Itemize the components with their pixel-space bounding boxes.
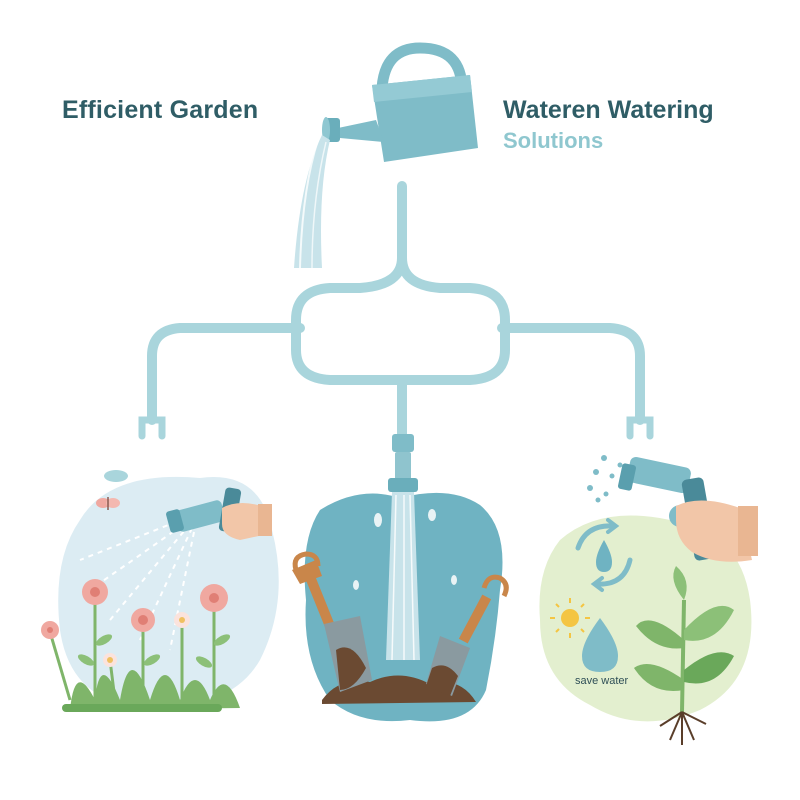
pipe-caps: [138, 416, 654, 440]
spray-nozzle-icon: [388, 434, 418, 492]
watering-can-icon: [322, 42, 478, 162]
flower: [82, 579, 108, 605]
spray-droplets: [587, 455, 623, 503]
flower: [103, 653, 117, 667]
pipe-network: [147, 181, 645, 443]
title-right: Wateren Watering: [503, 96, 714, 124]
plant: [634, 566, 734, 745]
shovel-icon: [426, 574, 509, 696]
flower: [41, 621, 59, 639]
butterfly-icon: [96, 497, 120, 510]
flower: [200, 584, 228, 612]
shovel-icon: [292, 551, 372, 692]
hand-icon: [222, 503, 272, 540]
flower: [174, 612, 190, 628]
flower: [131, 608, 155, 632]
save-water-panel: [539, 455, 758, 745]
save-water-label: save water: [575, 675, 629, 687]
water-drop-icon: [596, 540, 612, 572]
water-stream: [294, 135, 330, 269]
sun-icon: [550, 598, 590, 638]
flower-garden-panel: [41, 470, 279, 712]
water-drop-icon: [582, 618, 618, 672]
recycle-icon: [575, 518, 633, 592]
title-left: Efficient Garden: [62, 96, 259, 124]
soil-watering-panel: [292, 492, 509, 722]
title-subtitle: Solutions: [503, 128, 604, 153]
hand-icon: [676, 500, 758, 562]
